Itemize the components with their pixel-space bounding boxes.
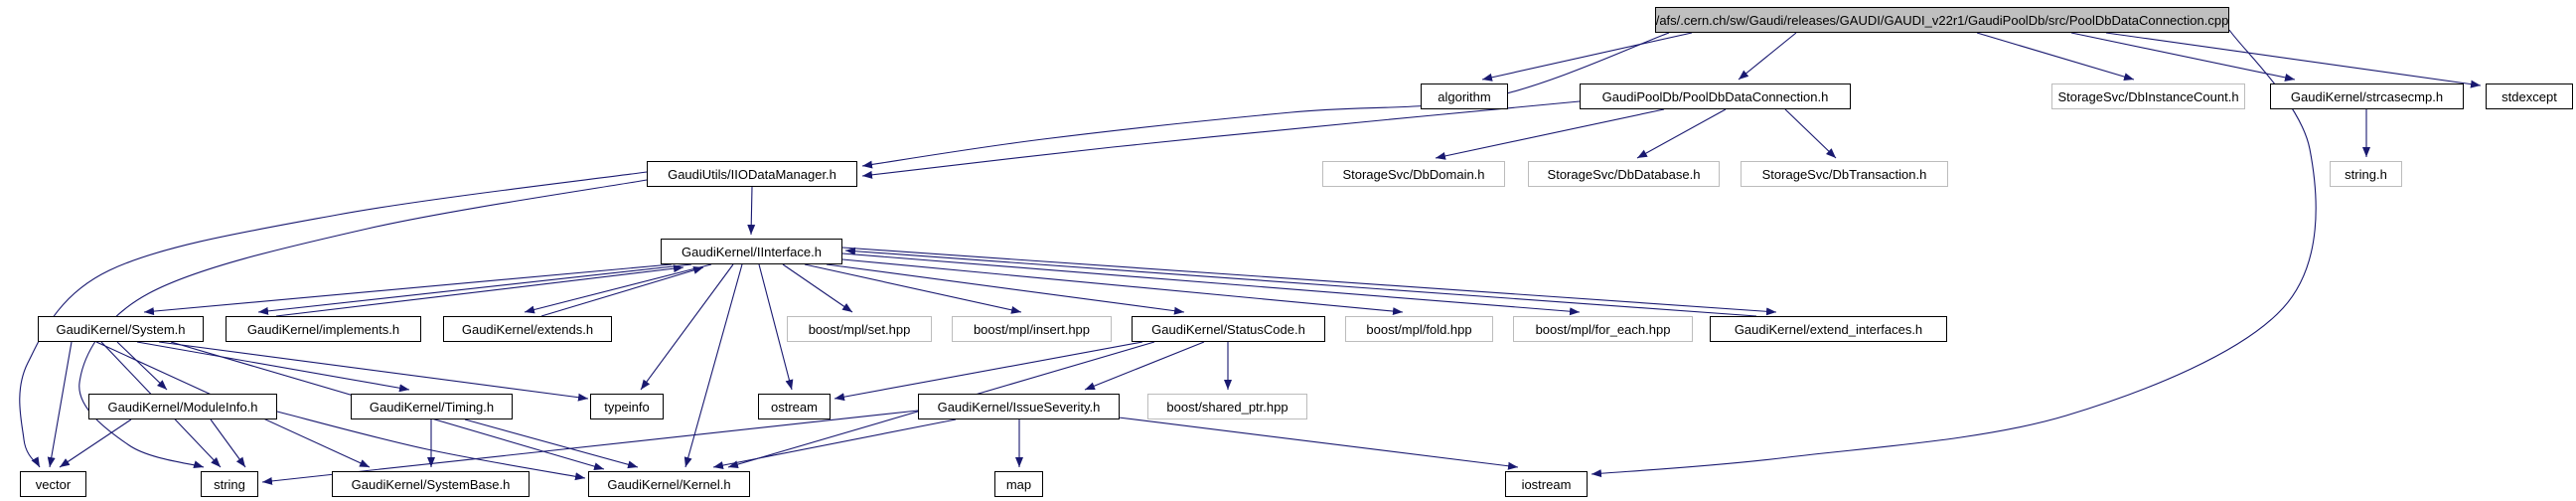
edge-iinterface-mplinsert bbox=[804, 263, 1022, 314]
graph-node-pooldb[interactable]: GaudiPoolDb/PoolDbDataConnection.h bbox=[1580, 84, 1851, 109]
edge-statuscode-ostream bbox=[833, 341, 1143, 402]
graph-node-stringh: string.h bbox=[2330, 161, 2402, 187]
edge-iinterface-extends bbox=[524, 263, 712, 314]
edge-cpp-algorithm bbox=[1481, 32, 1693, 82]
edge-iinterface-statuscode bbox=[826, 263, 1185, 315]
graph-node-mplinsert: boost/mpl/insert.hpp bbox=[952, 316, 1112, 342]
graph-node-typeinfo[interactable]: typeinfo bbox=[590, 394, 664, 419]
graph-node-statuscode[interactable]: GaudiKernel/StatusCode.h bbox=[1132, 316, 1325, 342]
edge-iinterface-mplset bbox=[782, 263, 853, 313]
edge-iinterface-implements bbox=[257, 263, 692, 315]
graph-node-iiodm[interactable]: GaudiUtils/IIODataManager.h bbox=[647, 161, 857, 187]
edge-timing-kernel bbox=[464, 418, 639, 469]
edge-iinterface-kernel bbox=[683, 263, 743, 468]
graph-node-extiface[interactable]: GaudiKernel/extend_interfaces.h bbox=[1710, 316, 1947, 342]
graph-node-extends[interactable]: GaudiKernel/extends.h bbox=[443, 316, 612, 342]
edge-issuesev-iostream bbox=[1118, 417, 1519, 470]
graph-node-dbinstance: StorageSvc/DbInstanceCount.h bbox=[2051, 84, 2245, 109]
graph-node-stdexcept[interactable]: stdexcept bbox=[2486, 84, 2573, 109]
graph-node-vector[interactable]: vector bbox=[20, 471, 86, 497]
edge-pooldb-dbdomain bbox=[1435, 108, 1665, 160]
graph-node-sharedptr: boost/shared_ptr.hpp bbox=[1147, 394, 1307, 419]
graph-node-algorithm[interactable]: algorithm bbox=[1421, 84, 1508, 109]
graph-node-systembase[interactable]: GaudiKernel/SystemBase.h bbox=[332, 471, 530, 497]
graph-node-iinterface[interactable]: GaudiKernel/IInterface.h bbox=[661, 239, 842, 264]
graph-node-moduleinfo[interactable]: GaudiKernel/ModuleInfo.h bbox=[88, 394, 277, 419]
graph-node-kernel[interactable]: GaudiKernel/Kernel.h bbox=[588, 471, 750, 497]
graph-node-mplforeach: boost/mpl/for_each.hpp bbox=[1513, 316, 1693, 342]
edge-iinterface-system bbox=[143, 263, 673, 316]
graph-node-string[interactable]: string bbox=[201, 471, 258, 497]
edge-system-timing bbox=[136, 341, 410, 393]
edge-moduleinfo-string bbox=[210, 418, 246, 468]
edge-system-moduleinfo bbox=[116, 341, 168, 391]
edge-pooldb-dbtrans bbox=[1784, 108, 1837, 159]
edge-extends-iinterface bbox=[540, 266, 704, 317]
edge-iinterface-mplfold bbox=[841, 258, 1404, 316]
graph-node-dbtrans: StorageSvc/DbTransaction.h bbox=[1741, 161, 1948, 187]
edge-iinterface-typeinfo bbox=[640, 263, 734, 391]
edge-statuscode-issuesev bbox=[1084, 341, 1205, 391]
edge-pooldb-dbdatabase bbox=[1636, 108, 1727, 159]
graph-node-mplset: boost/mpl/set.hpp bbox=[787, 316, 932, 342]
graph-node-timing[interactable]: GaudiKernel/Timing.h bbox=[351, 394, 513, 419]
edge-moduleinfo-vector bbox=[59, 418, 132, 468]
edge-moduleinfo-kernel bbox=[276, 411, 586, 481]
edge-iinterface-mplforeach bbox=[841, 252, 1581, 316]
edge-cpp-dbinstance bbox=[1976, 32, 2135, 81]
graph-node-implements[interactable]: GaudiKernel/implements.h bbox=[226, 316, 421, 342]
graph-node-strcasecmp[interactable]: GaudiKernel/strcasecmp.h bbox=[2270, 84, 2464, 109]
edge-iinterface-extiface bbox=[841, 247, 1777, 316]
graph-node-mplfold: boost/mpl/fold.hpp bbox=[1345, 316, 1493, 342]
edge-cpp-pooldb bbox=[1738, 32, 1797, 81]
edge-system-vector bbox=[47, 341, 73, 468]
graph-node-dbdatabase: StorageSvc/DbDatabase.h bbox=[1528, 161, 1720, 187]
edge-extiface-iinterface bbox=[844, 247, 1757, 317]
graph-node-map[interactable]: map bbox=[994, 471, 1043, 497]
edge-cpp-strcasecmp bbox=[2070, 32, 2296, 82]
graph-node-cpp: /afs/.cern.ch/sw/Gaudi/releases/GAUDI/GA… bbox=[1655, 7, 2229, 33]
edge-system-typeinfo bbox=[158, 341, 589, 402]
graph-node-ostream[interactable]: ostream bbox=[758, 394, 831, 419]
edge-implements-iinterface bbox=[275, 264, 684, 317]
edge-cpp-stdexcept bbox=[2105, 32, 2482, 88]
graph-node-system[interactable]: GaudiKernel/System.h bbox=[38, 316, 204, 342]
graph-node-dbdomain: StorageSvc/DbDomain.h bbox=[1322, 161, 1505, 187]
graph-node-iostream[interactable]: iostream bbox=[1505, 471, 1588, 497]
edge-iiodm-iinterface bbox=[747, 186, 756, 236]
graph-node-issuesev[interactable]: GaudiKernel/IssueSeverity.h bbox=[918, 394, 1120, 419]
edge-issuesev-kernel bbox=[712, 418, 957, 469]
edge-cpp-iiodm bbox=[861, 32, 1670, 169]
